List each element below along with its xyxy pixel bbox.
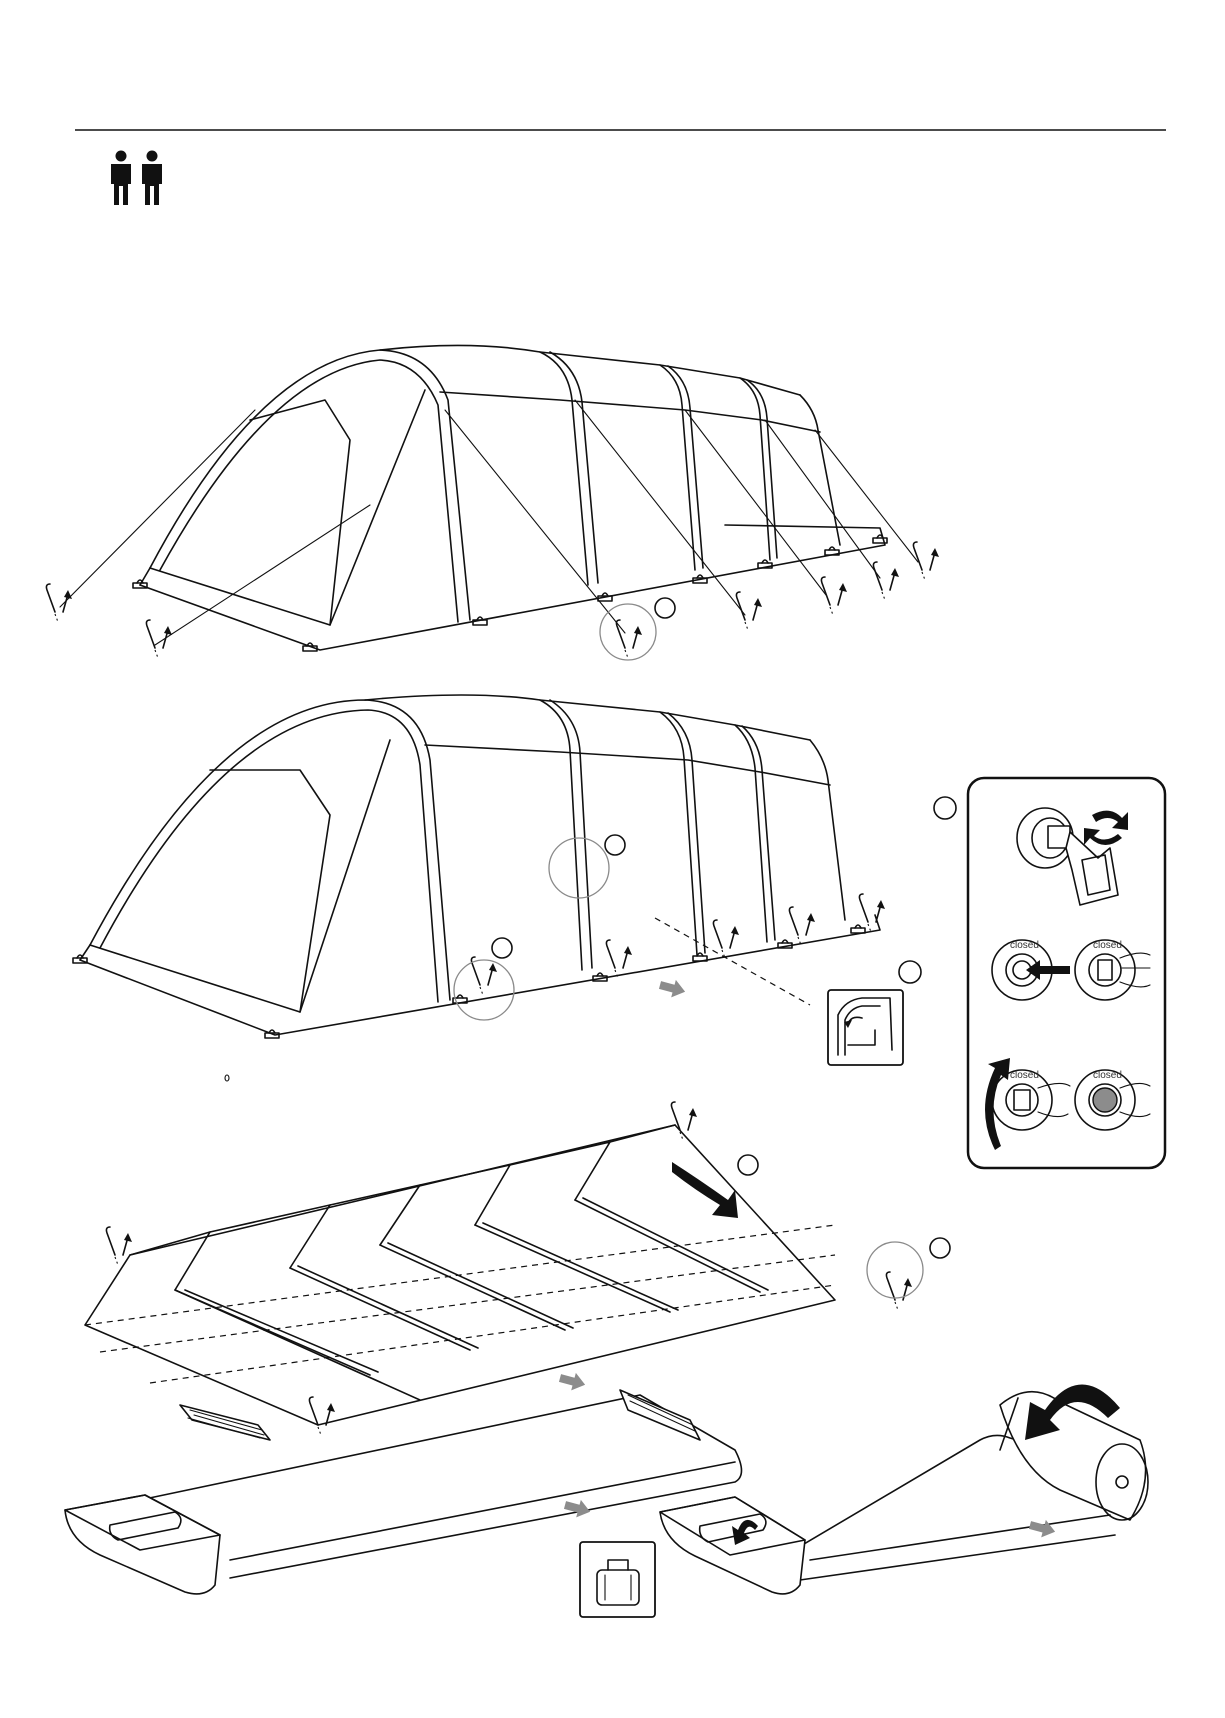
detail-highlight-circle <box>600 604 656 660</box>
callout-circle <box>899 961 921 983</box>
floor-loop <box>873 535 887 543</box>
step-1-tent-illustration <box>46 345 939 660</box>
direction-arrow-icon <box>658 976 688 1000</box>
callout-circle <box>605 835 625 855</box>
pump-pad-right <box>620 1390 700 1440</box>
valve-closed-label: closed <box>1010 940 1039 951</box>
valve-highlight-circle <box>549 838 609 898</box>
valve-closed-label: closed <box>1093 1070 1122 1081</box>
rolled-tent <box>660 1384 1148 1593</box>
stray-mark <box>225 1075 229 1081</box>
carry-bag-icon <box>580 1542 655 1617</box>
tent-peg-icon <box>46 584 72 622</box>
tent-peg-icon <box>471 957 497 995</box>
door-detail-inset <box>828 990 903 1065</box>
valve-inset-panel: closed closed closed closed <box>968 778 1165 1168</box>
tent-peg-icon <box>821 577 847 615</box>
peg-highlight-circle <box>867 1242 923 1298</box>
tent-peg-icon <box>859 894 885 932</box>
direction-arrow-icon <box>1028 1516 1058 1540</box>
fold-arrow-icon <box>672 1162 738 1218</box>
callout-circle <box>930 1238 950 1258</box>
callout-circle <box>655 598 675 618</box>
step-2-tent-illustration <box>73 695 956 1065</box>
valve-closed-label: closed <box>1010 1070 1039 1081</box>
step-3-fold-illustration <box>85 1102 950 1435</box>
tent-peg-icon <box>789 907 815 945</box>
tent-end-pocket <box>660 1497 805 1594</box>
tent-peg-icon <box>309 1397 335 1435</box>
valve-closed-label: closed <box>1093 940 1122 951</box>
two-persons-icon <box>111 151 162 206</box>
tent-peg-icon <box>606 940 632 978</box>
pump-pad-left <box>180 1405 270 1440</box>
tent-peg-icon <box>736 592 762 630</box>
floor-loop <box>851 925 865 933</box>
peg-highlight-circle <box>454 960 514 1020</box>
callout-circle <box>934 797 956 819</box>
tent-peg-icon <box>873 562 899 600</box>
callout-circle <box>492 938 512 958</box>
direction-arrow-icon <box>558 1369 588 1393</box>
direction-arrow-icon <box>563 1496 593 1520</box>
callout-circle <box>738 1155 758 1175</box>
tent-peg-icon <box>886 1272 912 1310</box>
tent-end-pocket <box>65 1495 220 1594</box>
tent-peg-icon <box>616 620 642 658</box>
tent-peg-icon <box>146 620 172 658</box>
